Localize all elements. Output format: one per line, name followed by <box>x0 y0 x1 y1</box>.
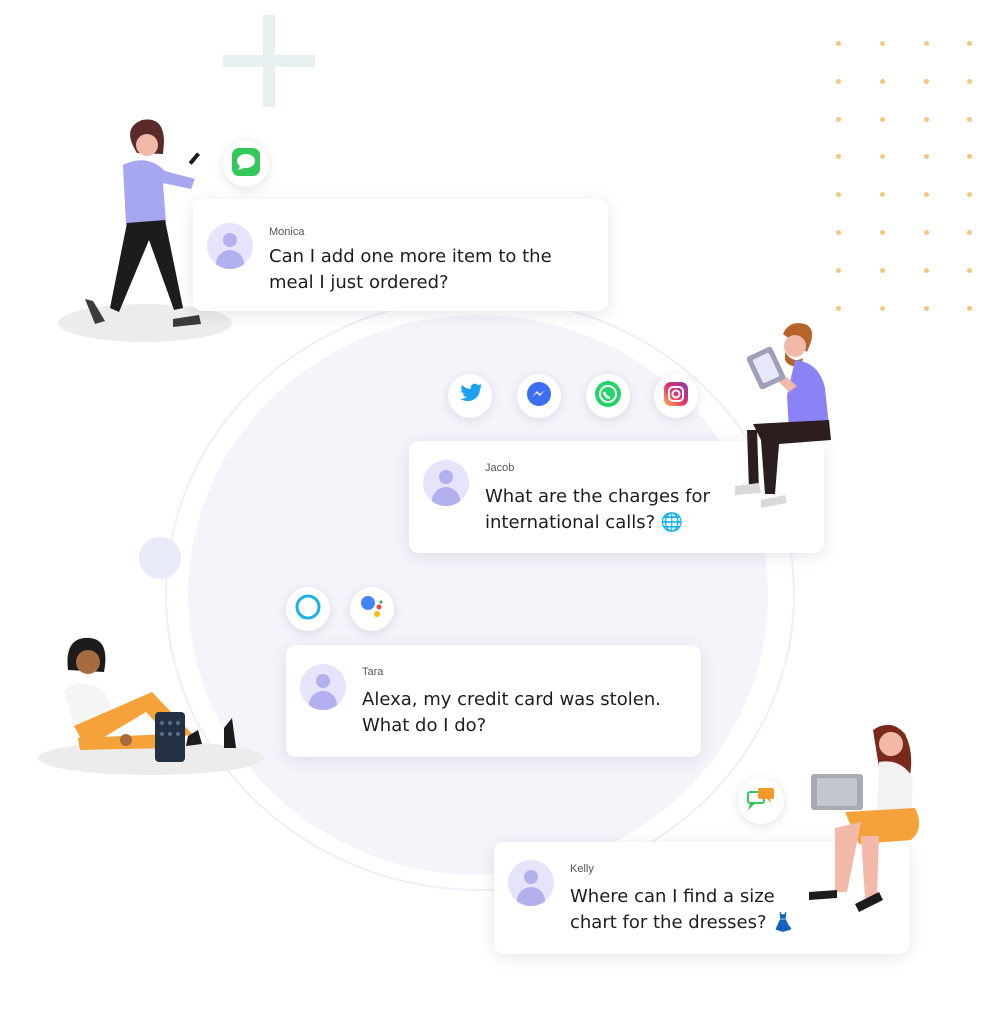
google-assistant-chip <box>350 587 394 631</box>
avatar <box>423 460 469 506</box>
message-text-line: What do I do? <box>362 715 487 736</box>
tara-illustration <box>38 630 268 778</box>
message-card: Tara Alexa, my credit card was stolen. W… <box>286 645 701 757</box>
imessage-icon <box>231 147 261 181</box>
grid-dot <box>967 305 972 311</box>
message-card: Kelly Where can I find a size chart for … <box>494 842 909 954</box>
avatar <box>207 223 253 269</box>
whatsapp-chip <box>586 374 630 418</box>
grid-dot <box>880 41 885 46</box>
instagram-chip <box>654 374 698 418</box>
sender-name: Monica <box>269 226 305 238</box>
sender-name: Tara <box>362 666 384 678</box>
plus-decoration <box>223 55 315 67</box>
grid-dot <box>924 78 929 84</box>
grid-dot <box>967 230 972 235</box>
grid-dot <box>924 192 929 198</box>
alexa-chip <box>286 587 330 631</box>
grid-dot <box>924 116 929 122</box>
twitter-icon <box>457 383 483 409</box>
chat-bubbles-icon <box>746 786 776 816</box>
instagram-icon <box>663 381 689 411</box>
messenger-chip <box>517 374 561 418</box>
grid-dot <box>880 116 885 122</box>
chat-chip <box>738 778 784 824</box>
monica-illustration <box>55 115 245 350</box>
message-text-line: Where can I find a size <box>570 886 775 907</box>
grid-dot <box>924 154 929 160</box>
grid-dot <box>924 41 929 46</box>
message-text-line: international calls? 🌐 <box>485 512 684 533</box>
message-card: Monica Can I add one more item to the me… <box>193 199 608 311</box>
avatar <box>300 664 346 710</box>
grid-dot <box>836 267 841 273</box>
grid-dot <box>924 267 929 273</box>
grid-dot <box>836 154 841 160</box>
avatar <box>508 860 554 906</box>
alexa-icon <box>294 593 322 625</box>
grid-dot <box>880 154 885 160</box>
dress-icon: 👗 <box>772 912 795 933</box>
grid-dot <box>836 78 841 84</box>
message-text-line: Can I add one more item to the <box>269 246 552 267</box>
grid-dot <box>967 78 972 84</box>
grid-dot <box>836 41 841 46</box>
globe-icon: 🌐 <box>660 512 684 533</box>
whatsapp-icon <box>594 380 622 412</box>
grid-dot <box>924 230 929 235</box>
kelly-illustration <box>805 718 930 923</box>
decorative-dot <box>139 537 181 579</box>
imessage-chip <box>223 141 269 187</box>
grid-dot <box>880 267 885 273</box>
grid-dot <box>836 305 841 311</box>
google-assistant-icon <box>358 593 386 625</box>
grid-dot <box>967 116 972 122</box>
grid-dot <box>880 192 885 198</box>
sender-name: Jacob <box>485 462 515 474</box>
grid-dot <box>967 41 972 46</box>
grid-dot <box>967 192 972 198</box>
grid-dot <box>924 305 929 311</box>
grid-dot <box>967 267 972 273</box>
grid-dot <box>836 116 841 122</box>
grid-dot <box>880 230 885 235</box>
message-text-line: Alexa, my credit card was stolen. <box>362 689 661 710</box>
grid-dot <box>880 78 885 84</box>
message-text-line: What are the charges for <box>485 486 710 507</box>
grid-dot <box>967 154 972 160</box>
sender-name: Kelly <box>570 863 594 875</box>
message-text-line: chart for the dresses? 👗 <box>570 912 795 933</box>
message-text-line: meal I just ordered? <box>269 272 449 293</box>
twitter-chip <box>448 374 492 418</box>
grid-dot <box>836 192 841 198</box>
grid-dot <box>836 230 841 235</box>
grid-dot <box>880 305 885 311</box>
messenger-icon <box>526 381 552 411</box>
jacob-illustration <box>725 320 840 515</box>
